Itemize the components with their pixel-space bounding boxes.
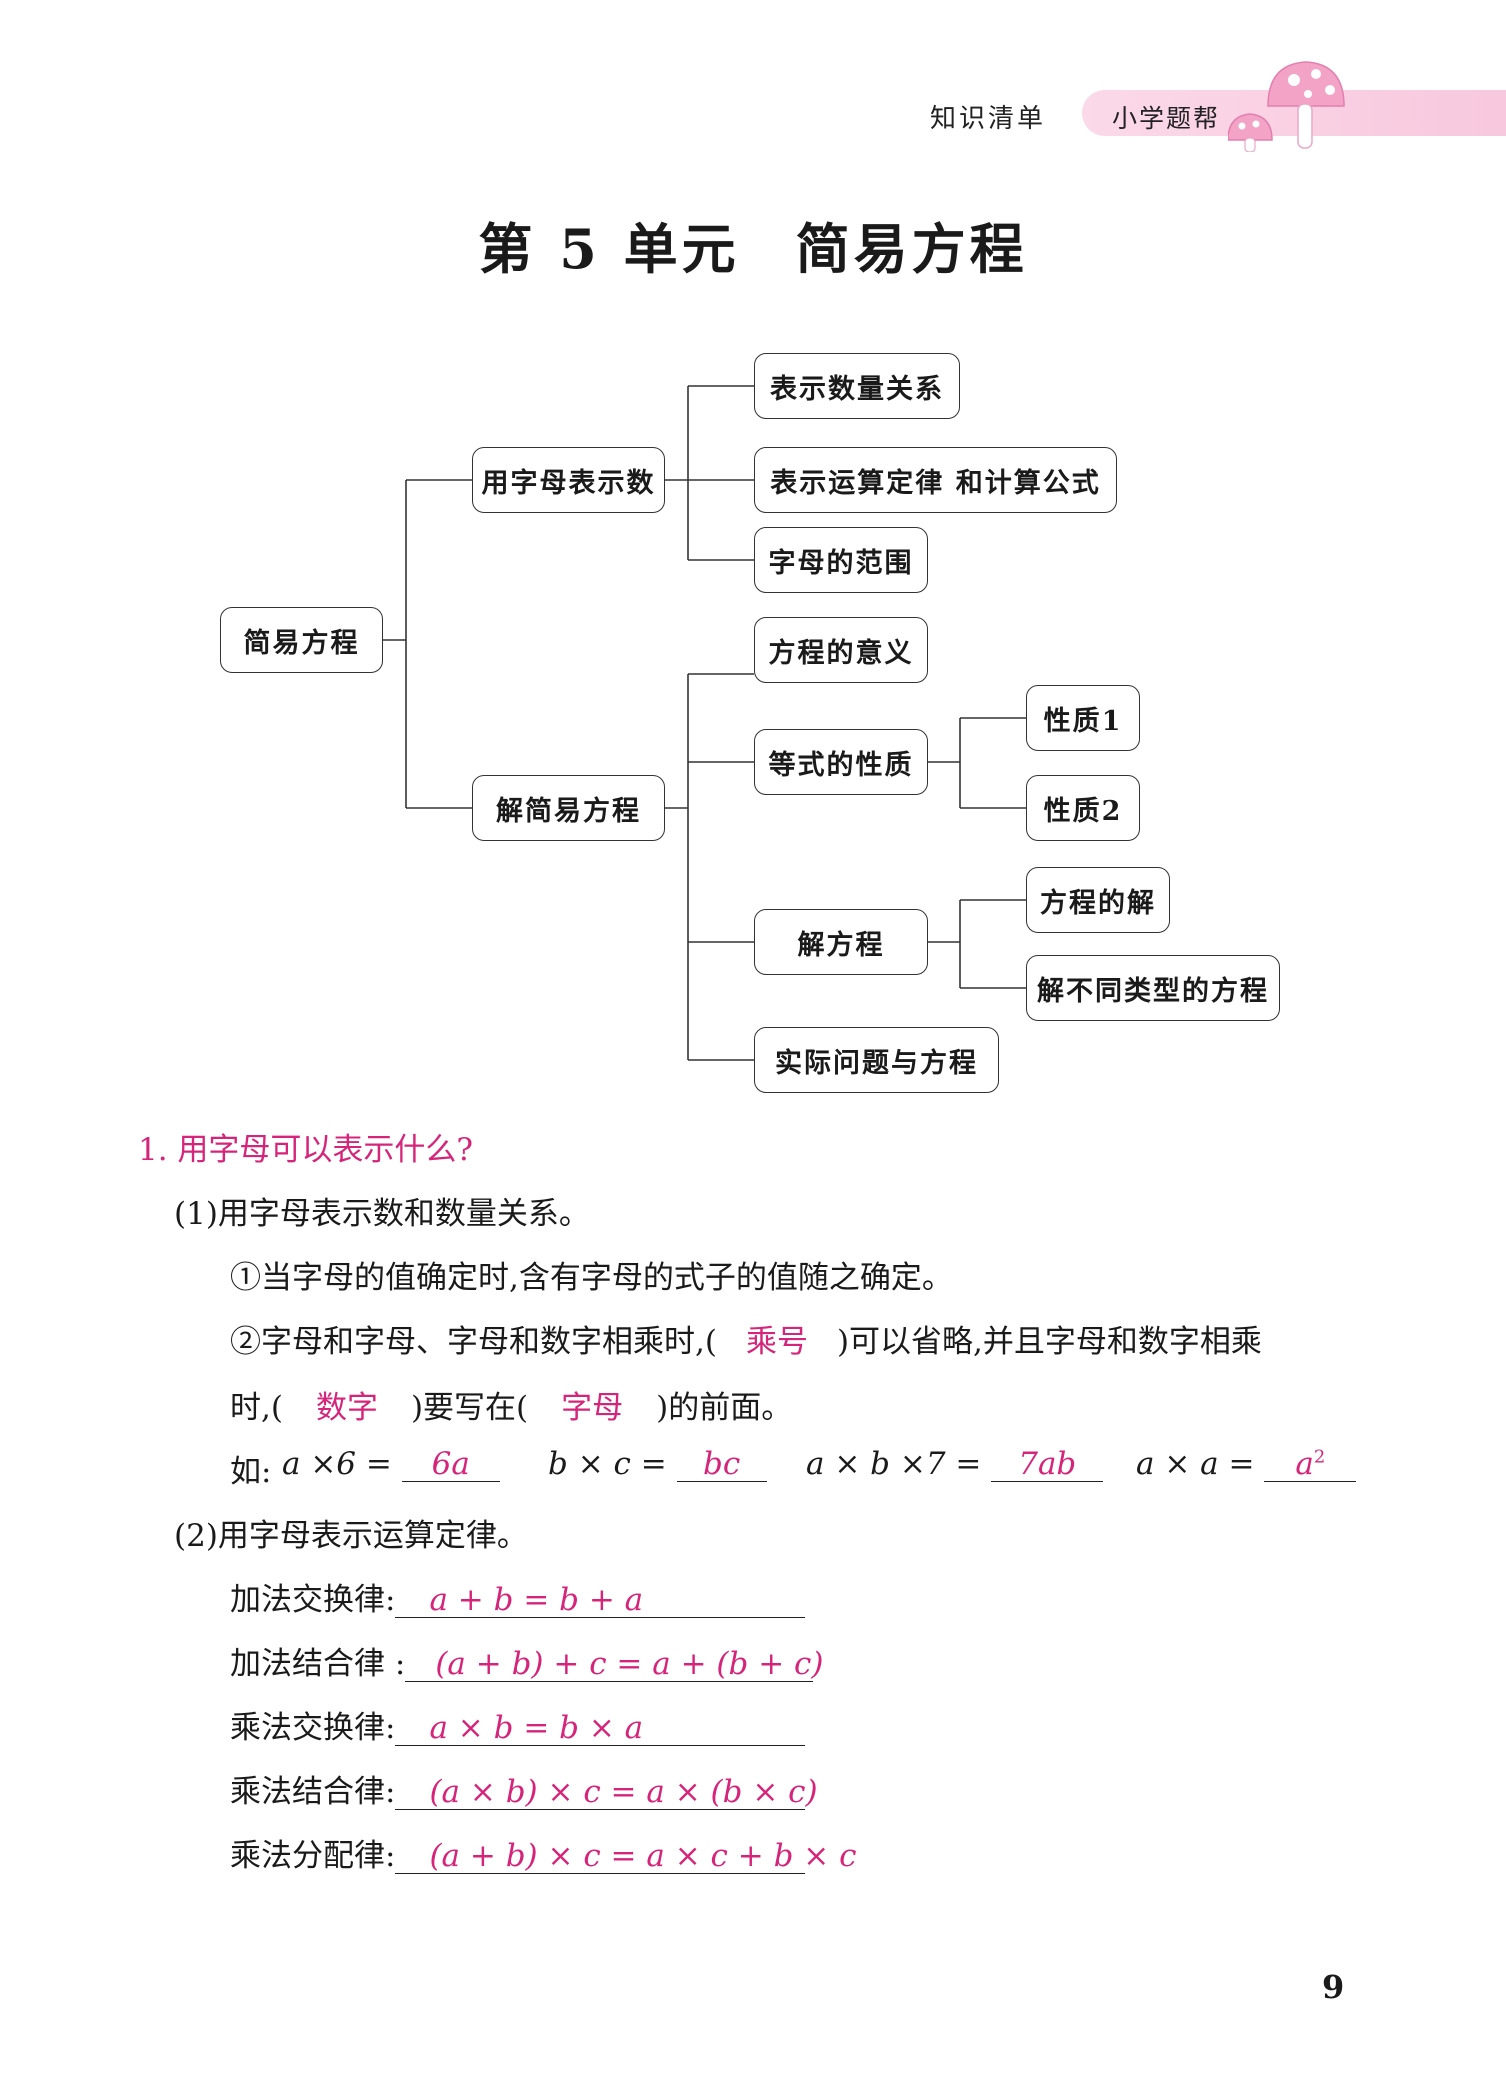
node-letter-range: 字母的范围 (754, 527, 928, 593)
example-3-answer: 7ab (1018, 1446, 1077, 1482)
node-equation-meaning: 方程的意义 (754, 617, 928, 683)
example-1-answer: 6a (431, 1446, 470, 1482)
part-1-heading: (1)用字母表示数和数量关系。 (174, 1196, 590, 1232)
law-mul-commutative: 乘法交换律:a × b = b × a (230, 1702, 806, 1747)
part-2-heading: (2)用字母表示运算定律。 (174, 1518, 528, 1554)
node-equation-solution: 方程的解 (1026, 867, 1170, 933)
law-mul-associative: 乘法结合律:(a × b) × c = a × (b × c) (230, 1774, 818, 1811)
page-title: 第 5 单元简易方程 (0, 205, 1506, 284)
node-laws-formulas: 表示运算定律 和计算公式 (754, 447, 1117, 513)
title-unit: 第 5 单元 (478, 217, 740, 281)
node-property-2: 性质2 (1026, 775, 1140, 841)
law-add-associative-answer: (a + b) + c = a + (b + c) (435, 1646, 824, 1682)
example-3: a × b ×7 = 7ab (806, 1446, 1104, 1483)
example-2: b × c = bc (548, 1446, 767, 1483)
law-add-associative: 加法结合律 :(a + b) + c = a + (b + c) (230, 1646, 824, 1683)
page-number: 9 (1322, 1968, 1345, 2006)
node-real-problems: 实际问题与方程 (754, 1027, 999, 1093)
law-add-commutative: 加法交换律:a + b = b + a (230, 1574, 806, 1619)
example-4-answer: a (1295, 1446, 1314, 1482)
node-root: 简易方程 (220, 607, 383, 673)
node-equality-properties: 等式的性质 (754, 729, 928, 795)
node-solve-types: 解不同类型的方程 (1026, 955, 1280, 1021)
node-letters-represent-numbers: 用字母表示数 (472, 447, 665, 513)
node-solve-simple-equations: 解简易方程 (472, 775, 665, 841)
example-4-exponent: 2 (1313, 1446, 1326, 1468)
examples-prefix: 如: (230, 1454, 272, 1490)
item-3: 时,(数字)要写在(字母)的前面。 (230, 1382, 792, 1427)
question-1-title: 1. 用字母可以表示什么? (138, 1132, 474, 1168)
answer-multiplication-sign: 乘号 (745, 1324, 808, 1360)
node-quantity-relations: 表示数量关系 (754, 353, 960, 419)
law-mul-commutative-answer: a × b = b × a (429, 1710, 644, 1746)
example-1: a ×6 = 6a (282, 1446, 500, 1483)
law-mul-distributive-answer: (a + b) × c = a × c + b × c (429, 1838, 857, 1874)
answer-letter: 字母 (561, 1390, 624, 1426)
law-mul-distributive: 乘法分配律:(a + b) × c = a × c + b × c (230, 1838, 857, 1875)
header-section-label: 知识清单 (930, 104, 1047, 134)
node-property-1: 性质1 (1026, 685, 1140, 751)
item-1: ①当字母的值确定时,含有字母的式子的值随之确定。 (230, 1260, 953, 1296)
law-add-commutative-answer: a + b = b + a (429, 1582, 644, 1618)
answer-number: 数字 (315, 1390, 378, 1426)
law-mul-associative-answer: (a × b) × c = a × (b × c) (429, 1774, 818, 1810)
title-name: 简易方程 (795, 217, 1028, 281)
header-brand: 小学题帮 (1112, 104, 1221, 133)
mushroom-icon (1228, 61, 1345, 152)
node-solving-equations: 解方程 (754, 909, 928, 975)
item-2: ②字母和字母、字母和数字相乘时,(乘号)可以省略,并且字母和数字相乘 (230, 1316, 1262, 1361)
example-4: a × a = a2 (1136, 1446, 1357, 1483)
example-2-answer: bc (702, 1446, 741, 1482)
